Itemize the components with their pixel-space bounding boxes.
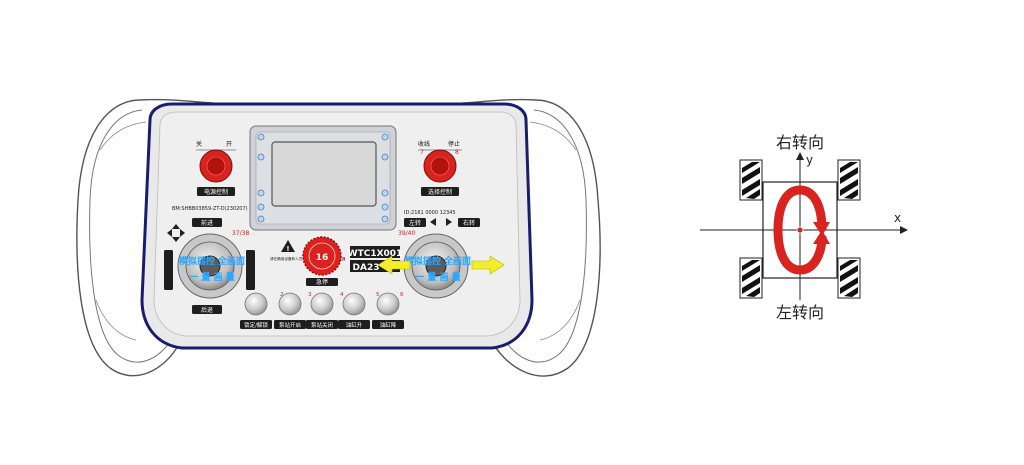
select-switch-caption: 选择控制 [428,188,452,196]
serial-number-text: BM:SHBB03859-ZT-D(230207) [172,206,248,212]
function-button-5-num: 5 [376,292,380,298]
power-switch-knob-center [206,156,226,176]
right-turn-label: 右转 [463,219,475,227]
estop-caption-plate [306,278,338,286]
function-button-2-num: 2 [280,292,284,298]
function-button-1-cap[interactable] [244,292,268,316]
function-button-3-cap[interactable] [310,292,334,316]
function-button-3-label: 泵站关闭 [311,321,333,329]
left-joystick-overlay-line2: 一 量 画 量 [189,271,234,283]
rotation-center-dot [796,226,804,234]
power-switch-label-off: 关 [196,140,202,148]
function-button-2-label: 泵站开启 [279,321,301,329]
left-joystick-knob[interactable] [199,255,221,277]
warning-icon [281,240,295,252]
x-axis-label: x [894,211,901,225]
left-joystick-overlay-line1: 模拟摇控 全画面 [179,255,245,267]
model-plate-top [350,246,400,258]
model-line2: DA23 [353,263,380,273]
wheel-front-left-icon [739,159,763,201]
right-yellow-arrow-icon [471,255,505,275]
display-screws [257,133,389,223]
right-turn-arrow-icon [446,218,452,226]
y-axis-label: y [806,153,813,167]
function-button-1-label: 锁定/解锁 [244,321,268,329]
left-side-label-plate [164,250,173,290]
dpad-icon [167,224,185,242]
select-switch-group: 收线 停止 7 8 选择控制 ID:2161 0000 12345 [404,140,462,216]
function-button-2[interactable]: 2 泵站开启 [274,292,306,329]
wheel-rear-left-icon [739,257,763,299]
function-button-5-cap[interactable] [376,292,400,316]
wheel-rear-right-icon [837,257,861,299]
left-joystick-num-label: 37/38 [232,230,249,237]
left-joystick-group: 前进 37/38 模拟摇控 全画面 一 量 画 量 后退 [164,218,255,314]
forward-label-plate [192,218,222,227]
backward-label-plate [192,305,222,314]
steering-top-label: 右转向 [776,133,824,152]
function-button-6-num: 6 [400,292,404,298]
function-button-4[interactable]: 4 油缸升 [338,292,370,329]
select-switch-num-b: 8 [455,149,459,156]
model-line1: WTC1X001 [348,249,403,259]
power-switch-label-on: 开 [226,141,232,148]
function-button-2-plate [274,320,306,329]
function-button-5-plate [372,320,404,329]
select-switch-label-a: 收线 [418,140,430,148]
function-button-5[interactable]: 5 油缸降 6 [372,292,404,329]
function-button-3[interactable]: 3 泵站关闭 [306,292,338,329]
warning-icon-mark: ! [286,245,289,253]
function-button-4-num: 4 [340,292,344,298]
estop-button[interactable] [308,242,336,270]
function-button-4-cap[interactable] [342,292,366,316]
estop-group: ! 请在确保设备和人员安全的情况下使用此遥控器 16 急停 [270,236,346,286]
remote-controller: 关 开 电源控制 BM:SHBB03859-ZT-D(230207) 收 [76,98,601,377]
right-side-label-plate [246,250,255,290]
function-button-3-num: 3 [308,292,312,298]
remote-bumper-ridge-right [529,121,581,341]
left-turn-arrow-icon [430,218,436,226]
right-joystick-overlay-line1: 模拟摇控 全画面 [405,255,471,267]
wheel-front-right-icon [837,159,861,201]
function-button-1-plate [240,320,272,329]
estop-number: 16 [316,253,329,263]
right-turn-label-plate [458,218,480,227]
steering-bottom-label: 左转向 [776,303,824,322]
right-joystick-overlay-line2: 一 量 画 量 [415,271,460,283]
forward-label: 前进 [201,219,213,227]
device-id-text: ID:2161 0000 12345 [404,210,456,216]
select-switch-knob-center [430,156,450,176]
function-button-2-cap[interactable] [278,292,302,316]
estop-caption: 急停 [316,278,328,286]
power-switch-caption: 电源控制 [204,188,228,196]
right-joystick-knob[interactable] [425,255,447,277]
function-button-3-plate [306,320,338,329]
function-button-4-plate [338,320,370,329]
left-turn-label-plate [404,218,426,227]
select-switch-caption-plate [421,187,459,196]
left-yellow-arrow-icon [377,255,411,275]
function-button-5-label: 油缸降 [380,321,397,329]
function-button-row: 锁定/解锁 2 泵站开启 3 泵站关闭 4 油缸升 5 [240,292,404,329]
power-switch-group: 关 开 电源控制 BM:SHBB03859-ZT-D(230207) [172,140,248,212]
left-turn-label: 左转 [409,219,421,227]
right-joystick-num-label: 39/40 [398,230,415,237]
select-switch-num-a: 7 [420,149,424,156]
remote-outer-shell-inner-line [89,109,587,363]
right-joystick-group: 左转 右转 39/40 模拟摇控 全画面 一 量 画 量 [377,218,505,299]
rotation-arrows-icon [773,185,830,275]
select-switch-label-b: 停止 [448,140,460,148]
steering-diagram: 右转向 左转向 x y [700,133,908,322]
vehicle-chassis [762,181,838,279]
display-screen [271,141,377,207]
backward-label: 后退 [201,306,213,314]
function-button-1[interactable]: 锁定/解锁 [240,292,272,329]
power-switch-caption-plate [197,187,235,196]
remote-bumper-ridge-left [95,121,147,341]
display-module [249,125,397,231]
function-button-4-label: 油缸升 [346,321,363,329]
